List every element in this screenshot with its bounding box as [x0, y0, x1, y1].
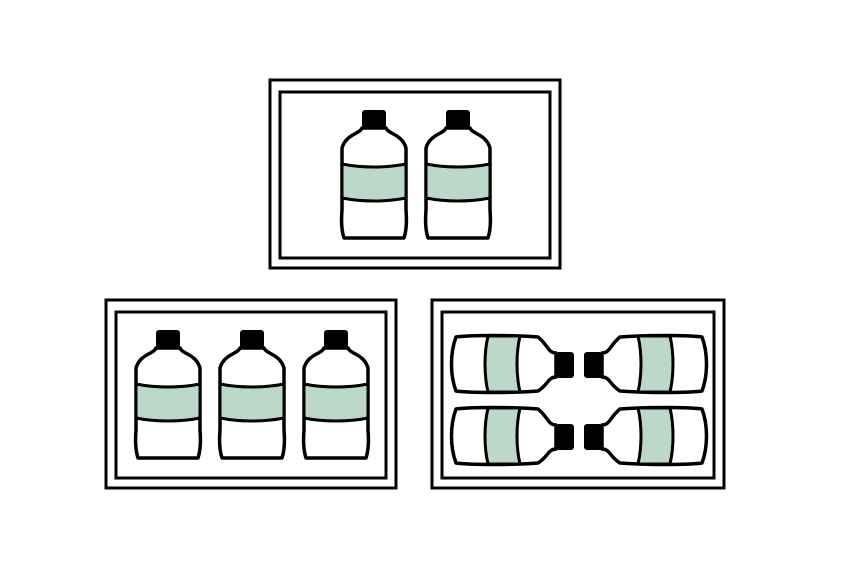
- box-three-upright-bottles: [104, 298, 398, 490]
- box-two-upright-bottles: [268, 78, 562, 270]
- box-four-sideways-bottles: [430, 298, 726, 490]
